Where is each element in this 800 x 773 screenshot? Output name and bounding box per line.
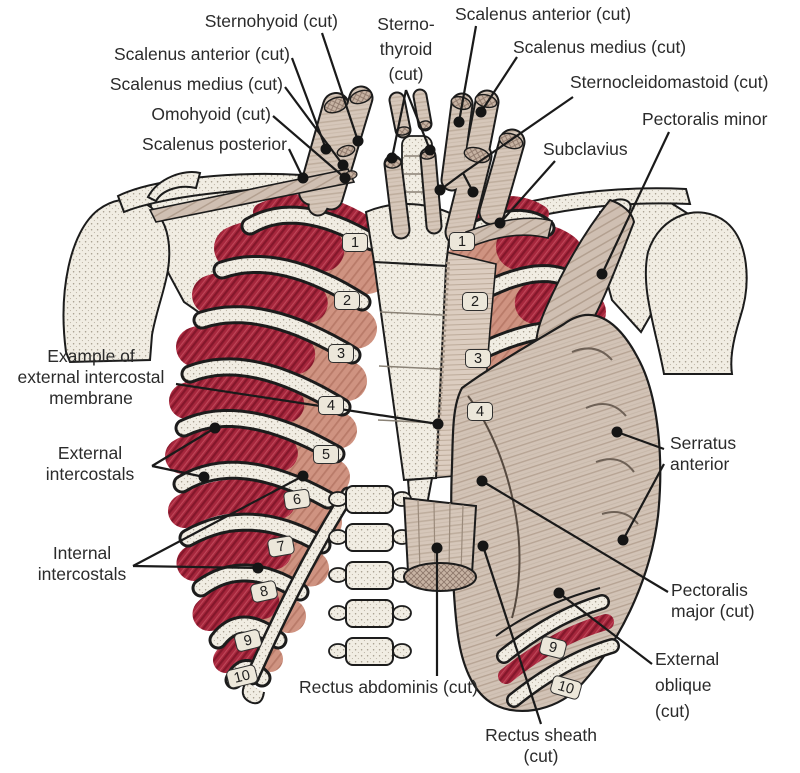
rib-number-right-2: 2 <box>462 292 488 311</box>
label-sternocleidomastoid: Sternocleidomastoid (cut) <box>570 72 769 92</box>
rectus-abdominis-stump <box>402 496 478 592</box>
fringe-beaded-edge <box>434 261 450 475</box>
label-scalenus-anterior-right: Scalenus anterior (cut) <box>455 4 632 24</box>
left-shoulder-bones <box>62 171 310 364</box>
left-costal-margin <box>241 486 356 705</box>
label-rectus-abdominis: Rectus abdominis (cut) <box>299 677 478 697</box>
pectoralis-major-cut-edge <box>467 395 521 619</box>
rib-number-left-4: 4 <box>318 396 344 415</box>
vertebral-column <box>328 485 412 666</box>
rib-number-left-6: 6 <box>282 488 312 511</box>
left-acromion <box>146 171 202 203</box>
leader-lines <box>132 25 670 725</box>
rib-number-left-1: 1 <box>342 233 368 252</box>
label-scalenus-posterior: Scalenus posterior <box>142 134 287 154</box>
rib-number-right-1: 1 <box>449 232 475 251</box>
rib-number-right-4: 4 <box>467 402 493 421</box>
label-subclavius: Subclavius <box>543 139 628 159</box>
label-external-intercostals: External intercostals <box>45 443 135 484</box>
label-scalenus-medius-left: Scalenus medius (cut) <box>109 74 283 94</box>
label-pectoralis-major: Pectoralis major (cut) <box>671 580 755 621</box>
label-pectoralis-minor: Pectoralis minor <box>642 109 768 129</box>
rib-number-left-5: 5 <box>313 445 339 464</box>
label-scalenus-medius-right: Scalenus medius (cut) <box>513 37 687 57</box>
rib-number-right-3: 3 <box>465 349 491 368</box>
label-internal-intercostals: Internal intercostals <box>37 543 127 584</box>
right-humerus <box>644 211 748 375</box>
label-external-intercostal-membrane: Example of external intercostal membrane <box>17 346 165 408</box>
serratus-digitations <box>571 347 639 525</box>
external-oblique-scallop <box>495 587 601 637</box>
label-rectus-sheath: Rectus sheath (cut) <box>485 725 597 766</box>
rib-number-left-2: 2 <box>334 291 360 310</box>
label-sternothyroid: Sterno- thyroid (cut) <box>377 14 435 84</box>
label-external-oblique: External oblique (cut) <box>655 649 720 721</box>
label-scalenus-anterior-left: Scalenus anterior (cut) <box>113 44 290 64</box>
sternum-body <box>372 260 448 482</box>
label-sternohyoid: Sternohyoid (cut) <box>204 11 338 31</box>
label-omohyoid: Omohyoid (cut) <box>151 104 271 124</box>
label-serratus-anterior: Serratus anterior <box>670 433 737 474</box>
left-humerus <box>62 198 171 364</box>
rib-number-left-3: 3 <box>328 344 354 363</box>
